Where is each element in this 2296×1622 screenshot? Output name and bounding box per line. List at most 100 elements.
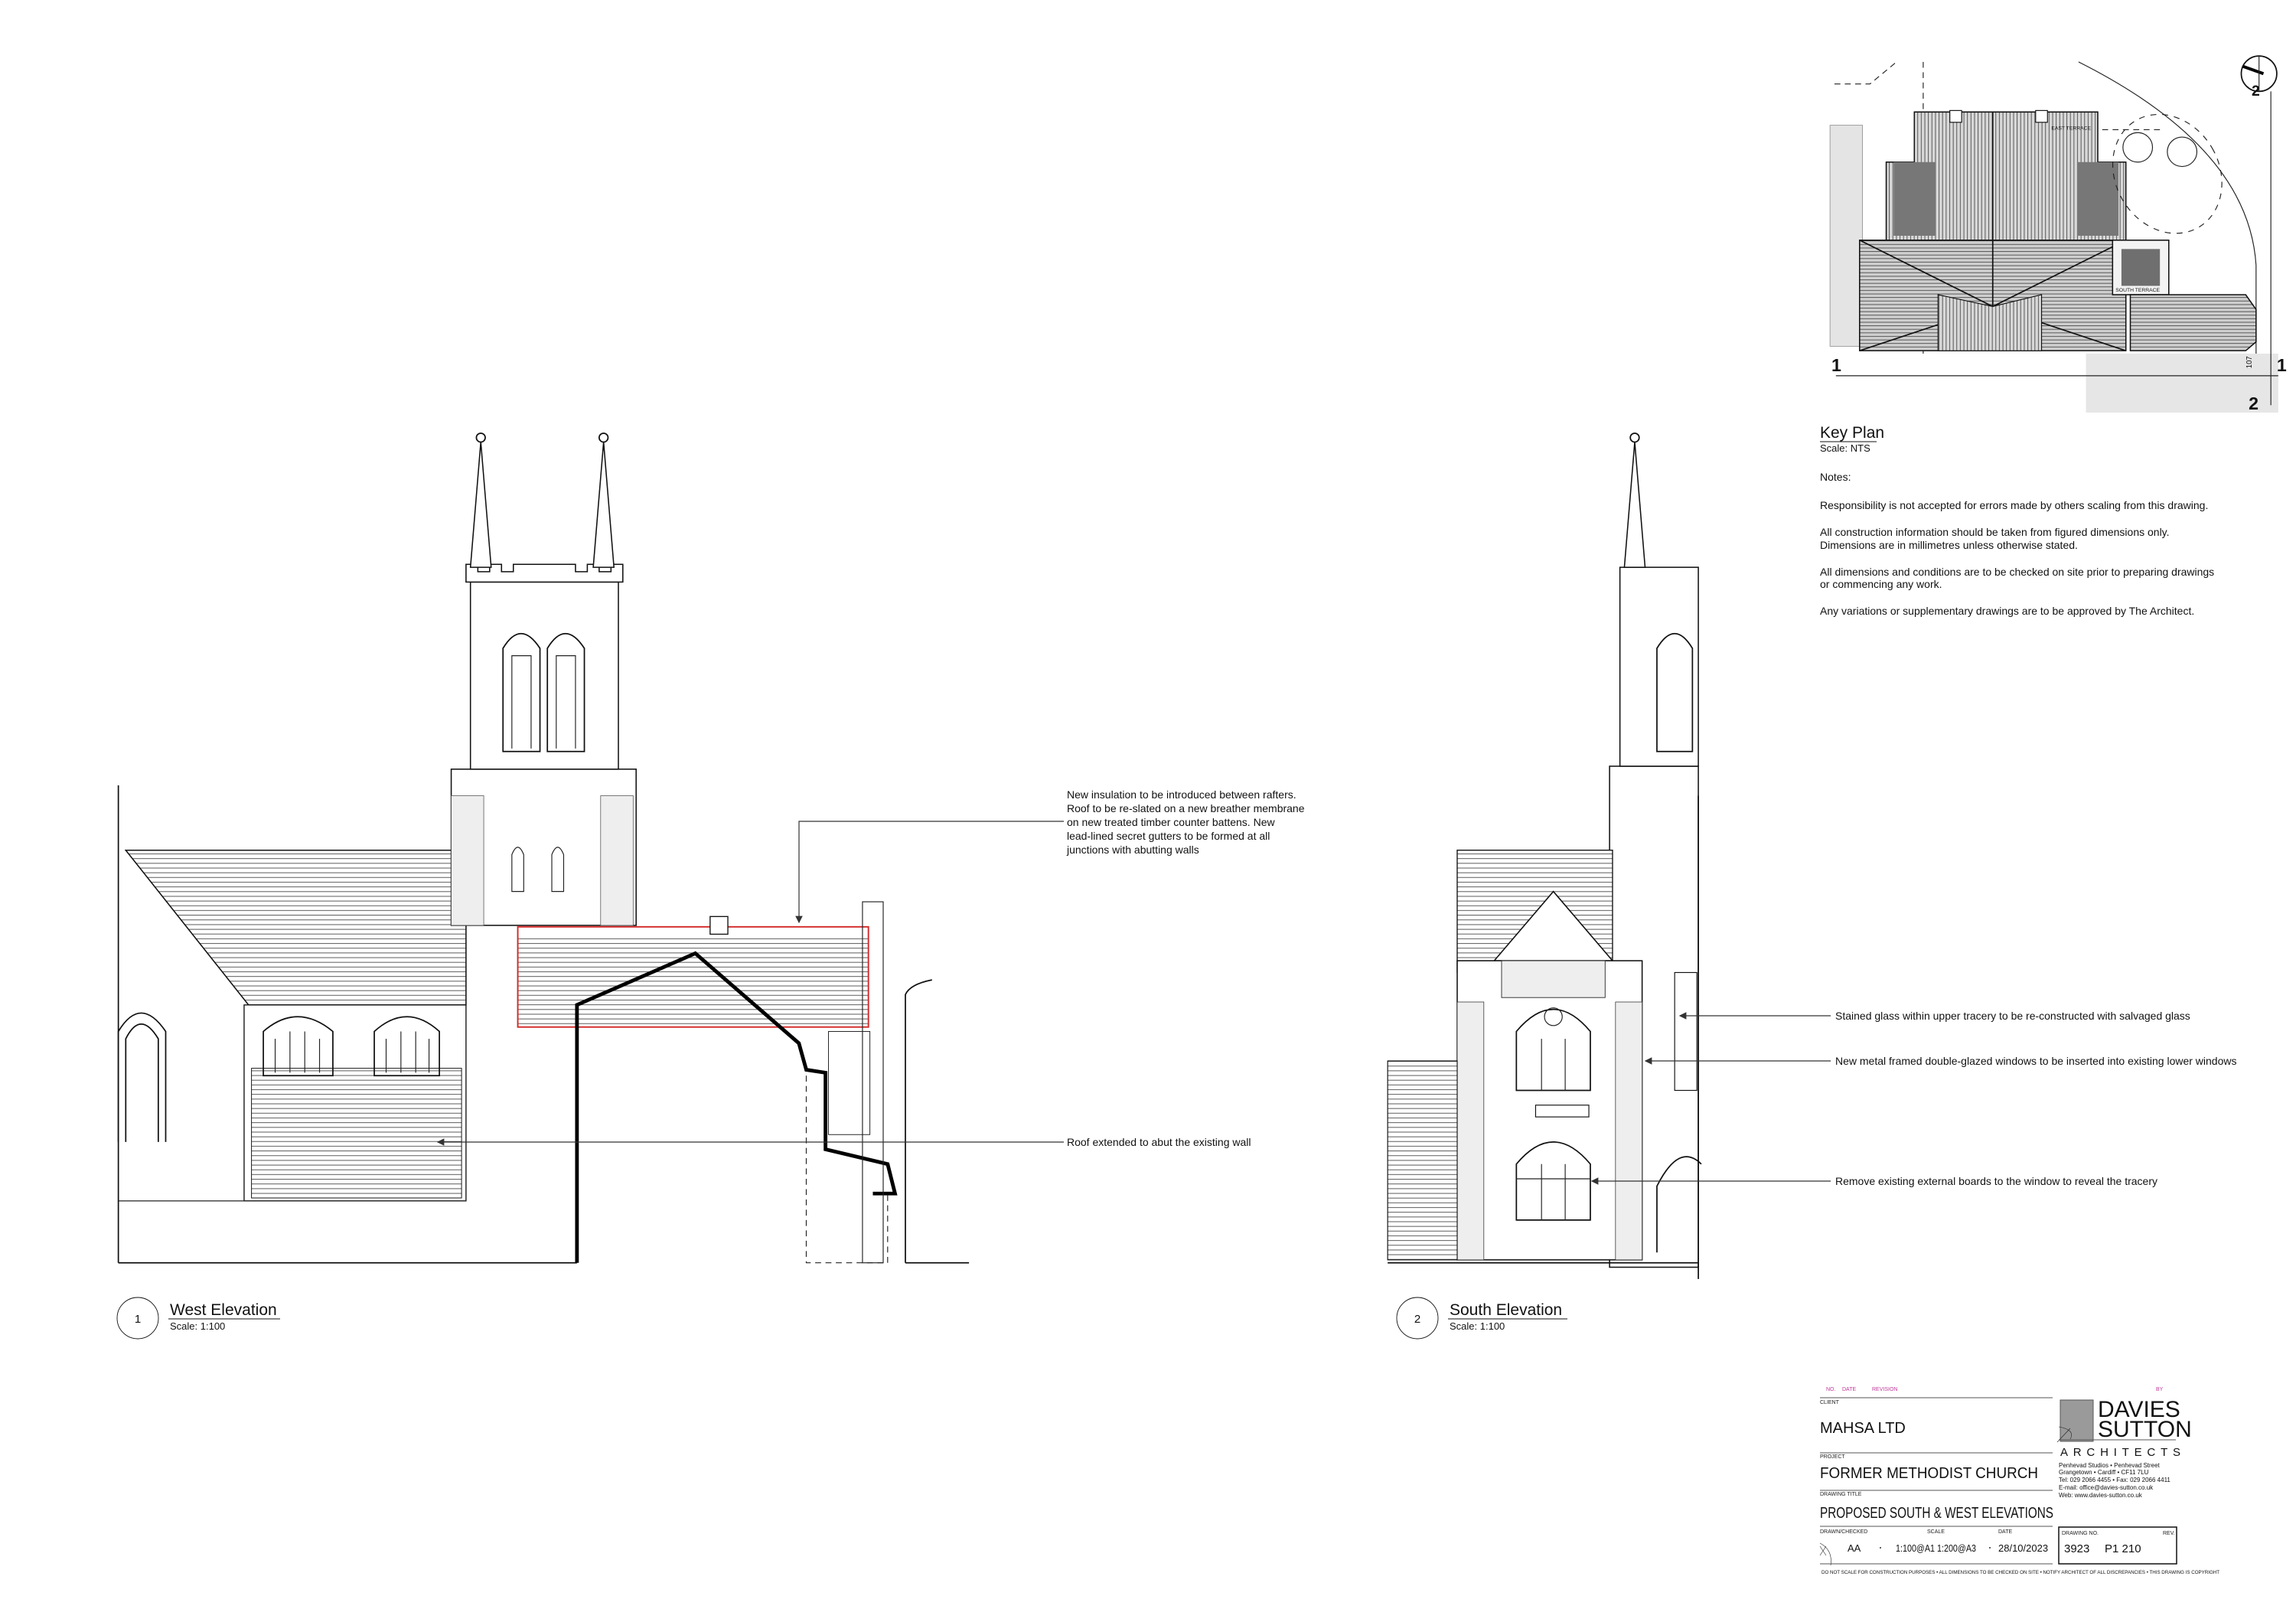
section-marker-1-left: 1 [1831,355,1841,375]
drawing-title: PROPOSED SOUTH & WEST ELEVATIONS [1820,1505,2053,1522]
west-elevation-drawing [117,432,970,1264]
view-title: South Elevation [1450,1301,1562,1319]
drawing-number-box [2058,1526,2177,1565]
tower-plan [2112,240,2170,295]
gable-window [117,1012,167,1142]
view-scale: Scale: 1:100 [1450,1320,1505,1332]
firm-address: Penhevad Studios • Penhevad Street Grang… [2059,1462,2170,1499]
annotation-line: Roof extended to abut the existing wall [1067,1136,1251,1148]
proposed-roof-hatch [517,937,869,1027]
note-line: Any variations or supplementary drawings… [1820,605,2194,617]
chimney-stack [862,901,884,1264]
annotation-line: New metal framed double-glazed windows t… [1835,1055,2237,1067]
south-terrace-label: SOUTH TERRACE [2115,288,2160,293]
revision-header-by: BY [2156,1387,2164,1392]
chancel-roof [2129,294,2257,351]
revision-header-date: DATE [1842,1387,1856,1392]
annotation-insulation: New insulation to be introduced between … [795,788,1305,924]
project-name: FORMER METHODIST CHURCH [1820,1465,2038,1482]
drawn-label: DRAWN/CHECKED [1820,1529,1867,1535]
note-line: Dimensions are in millimetres unless oth… [1820,539,2078,551]
annotation-line: Remove existing external boards to the w… [1835,1175,2157,1187]
arched-opening [1656,1156,1702,1253]
note-line: All construction information should be t… [1820,526,2170,538]
east-terrace-label: EAST TERRACE [2051,126,2091,131]
section-marker-2-bottom: 2 [2249,393,2258,413]
svg-text:Web: www.davies-sutton.co.uk: Web: www.davies-sutton.co.uk [2059,1492,2143,1499]
scale-label: SCALE [1927,1529,1945,1535]
kerb-line [2078,61,2257,413]
drawing-scale: 1:100@A1 1:200@A3 [1896,1542,1976,1554]
drawing-no-label: DRAWING NO. [2062,1531,2099,1536]
drawing-number: 3923 [2064,1542,2089,1555]
west-tower [450,432,637,926]
north-arrow-icon: 2 [2240,55,2278,100]
drawing-title-label: DRAWING TITLE [1820,1492,1862,1497]
title-block: NO. DATE REVISION BY CLIENT MAHSA LTD PR… [1819,1387,2219,1575]
note-line: or commencing any work. [1820,578,1942,590]
firm-name-2: SUTTON [2098,1417,2192,1442]
annotation-line: Roof to be re-slated on a new breather m… [1067,802,1305,814]
annotation-line: lead-lined secret gutters to be formed a… [1067,830,1270,842]
chimney [709,915,729,935]
stamp-mark [1819,1542,1831,1566]
note-line: Responsibility is not accepted for error… [1820,499,2208,511]
general-notes: Notes: Responsibility is not accepted fo… [1820,471,2214,617]
lower-window [1515,1141,1591,1221]
svg-text:Grangetown • Cardiff • CF11 7L: Grangetown • Cardiff • CF11 7LU [2059,1469,2149,1476]
nave-roof [124,849,467,1006]
firm-tagline: ARCHITECTS [2060,1446,2186,1459]
svg-text:Tel: 029 2066 4455 • Fax: 029: Tel: 029 2066 4455 • Fax: 029 2066 4411 [2059,1477,2170,1483]
revision-header-no: NO. [1826,1387,1836,1392]
section-marker-1-right: 1 [2277,355,2287,375]
annotation-line: Stained glass within upper tracery to be… [1835,1010,2190,1022]
project-label: PROJECT [1820,1454,1845,1460]
firm-name-1: DAVIES [2098,1397,2180,1422]
date-label: DATE [1998,1529,2012,1535]
separator-dot [1880,1547,1881,1549]
annotation-line: on new treated timber counter battens. N… [1067,816,1275,828]
dimension-label: 107 [2245,356,2254,368]
client-label: CLIENT [1820,1400,1840,1405]
annotation-remove-boards: Remove existing external boards to the w… [1590,1175,2157,1187]
key-plan: EAST TERRACE SOUTH TERRACE 107 1 1 2 2 [1829,55,2287,413]
aisle-wall-boarding [251,1068,462,1199]
annotation-line: New insulation to be introduced between … [1067,788,1296,801]
annotation-new-windows: New metal framed double-glazed windows t… [1644,1055,2237,1067]
lamp-post [905,979,932,1263]
drawn-by: AA [1848,1542,1861,1554]
view-label-south: 2 South Elevation Scale: 1:100 [1396,1297,1567,1340]
copyright-footer: DO NOT SCALE FOR CONSTRUCTION PURPOSES •… [1821,1570,2219,1575]
client-name: MAHSA LTD [1820,1420,1906,1437]
adjacent-property [2086,354,2278,413]
key-plan-scale: Scale: NTS [1820,442,1870,454]
window-icon [263,1016,334,1077]
view-number: 2 [1414,1313,1420,1326]
revision-header-revision: REVISION [1872,1387,1897,1392]
annotation-stained-glass: Stained glass within upper tracery to be… [1678,1010,2190,1022]
existing-wall-section [575,951,898,1263]
church-roof-plan [1859,109,2127,351]
tree-icon [2122,132,2154,163]
south-gable-facade [1456,890,1643,1261]
firm-logo: DAVIES SUTTON ARCHITECTS [2056,1397,2192,1459]
drawing-reference: P1 210 [2105,1542,2141,1555]
annotation-line: junctions with abutting walls [1066,844,1199,856]
proposed-roof-extension-outline [517,925,869,1028]
key-plan-title: Key Plan [1820,424,1884,442]
svg-text:Penhevad Studios • Penhevad St: Penhevad Studios • Penhevad Street [2059,1462,2161,1469]
notes-heading: Notes: [1820,471,1851,483]
tree-icon [2167,136,2198,168]
upper-tracery-window [1515,1008,1591,1092]
note-line: All dimensions and conditions are to be … [1820,566,2214,578]
svg-text:2: 2 [2252,83,2260,100]
adjoining-building [1387,1060,1458,1261]
view-scale: Scale: 1:100 [170,1320,225,1332]
annotation-roof-extended: Roof extended to abut the existing wall [436,1136,1251,1148]
window-icon [373,1016,440,1077]
view-number: 1 [135,1313,141,1326]
separator-dot [1989,1547,1991,1549]
view-title: West Elevation [170,1301,277,1319]
svg-text:E-mail: office@davies-sutton.c: E-mail: office@davies-sutton.co.uk [2059,1484,2154,1491]
